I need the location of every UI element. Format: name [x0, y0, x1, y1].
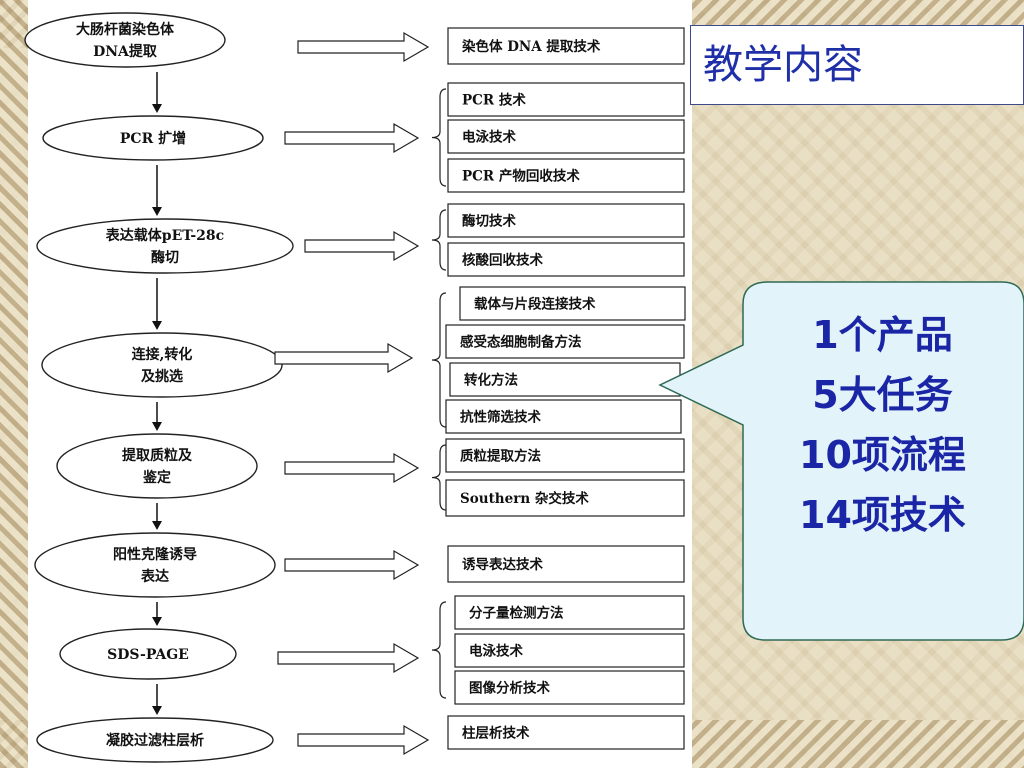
- process-step-label: 及挑选: [141, 368, 183, 385]
- technique-label: 感受态细胞制备方法: [460, 334, 582, 351]
- technique-label: 图像分析技术: [469, 680, 550, 697]
- flow-arrow-head: [152, 207, 162, 216]
- process-step-ellipse: [56, 433, 258, 499]
- process-step-label: 连接,转化: [132, 346, 193, 363]
- process-step-ellipse: [36, 717, 274, 763]
- process-step-label: 表达载体pET-28c: [105, 227, 224, 244]
- technique-box: [445, 479, 685, 517]
- grouping-brace: [431, 601, 447, 699]
- technique-box: [459, 286, 686, 321]
- hollow-right-arrow: [284, 122, 420, 154]
- technique-label: 抗性筛选技术: [460, 409, 541, 426]
- technique-box: [447, 82, 685, 117]
- flow-arrow-head: [152, 617, 162, 626]
- technique-box: [445, 324, 685, 359]
- technique-label: 核酸回收技术: [462, 252, 543, 269]
- technique-label: Southern 杂交技术: [460, 490, 589, 507]
- process-step-label: 提取质粒及: [122, 447, 193, 464]
- technique-box: [454, 670, 685, 705]
- flow-arrow-head: [152, 321, 162, 330]
- flow-arrow-head: [152, 706, 162, 715]
- page-title: 教学内容: [690, 25, 1024, 105]
- process-step-label: DNA提取: [93, 44, 158, 60]
- technique-box: [445, 438, 685, 473]
- technique-box: [447, 119, 685, 154]
- technique-label: 转化方法: [464, 372, 518, 389]
- summary-line: 1个产品: [812, 313, 953, 357]
- process-step-ellipse: [24, 12, 226, 68]
- technique-label: PCR 技术: [462, 92, 526, 109]
- hollow-right-arrow: [277, 642, 420, 674]
- technique-box: [447, 27, 685, 65]
- hollow-right-arrow: [284, 549, 420, 581]
- technique-label: 电泳技术: [462, 129, 516, 146]
- technique-box: [454, 595, 685, 630]
- technique-label: 分子量检测方法: [469, 605, 564, 622]
- technique-box: [454, 633, 685, 668]
- hollow-right-arrow: [304, 230, 420, 262]
- technique-label: PCR 产物回收技术: [462, 168, 580, 185]
- process-step-label: 酶切: [151, 249, 179, 266]
- flow-arrow-head: [152, 422, 162, 431]
- technique-box: [447, 158, 685, 193]
- process-step-ellipse: [36, 218, 294, 274]
- process-step-label: 凝胶过滤柱层析: [106, 732, 204, 749]
- technique-label: 质粒提取方法: [460, 448, 541, 465]
- summary-list: 1个产品 5大任务 10项流程 14项技术: [760, 305, 1005, 545]
- technique-box: [445, 399, 682, 434]
- process-step-ellipse: [42, 115, 264, 161]
- flow-arrow-head: [152, 521, 162, 530]
- hollow-right-arrow: [297, 724, 430, 756]
- process-step-label: 大肠杆菌染色体: [76, 21, 175, 38]
- technique-box: [447, 715, 685, 750]
- process-step-ellipse: [41, 332, 283, 398]
- process-step-label: SDS-PAGE: [107, 647, 189, 663]
- technique-label: 染色体 DNA 提取技术: [462, 38, 601, 55]
- left-border-pattern: [0, 0, 28, 768]
- flow-arrow-head: [152, 104, 162, 113]
- process-step-label: 阳性克隆诱导: [113, 546, 197, 563]
- technique-label: 诱导表达技术: [462, 556, 543, 573]
- process-step-ellipse: [34, 532, 276, 598]
- technique-label: 柱层析技术: [462, 725, 530, 742]
- process-step-label: 鉴定: [142, 469, 171, 486]
- process-step-label: PCR 扩增: [120, 130, 186, 147]
- technique-label: 电泳技术: [469, 643, 523, 660]
- summary-line: 5大任务: [812, 373, 953, 417]
- technique-label: 载体与片段连接技术: [474, 296, 596, 313]
- grouping-brace: [431, 209, 447, 271]
- technique-label: 酶切技术: [462, 213, 516, 230]
- hollow-right-arrow: [274, 342, 414, 374]
- summary-line: 10项流程: [799, 433, 966, 477]
- grouping-brace: [431, 444, 447, 511]
- process-step-ellipse: [59, 628, 237, 680]
- hollow-right-arrow: [297, 31, 430, 63]
- hollow-right-arrow: [284, 452, 420, 484]
- technique-box: [447, 242, 685, 277]
- technique-box: [447, 545, 685, 583]
- grouping-brace: [431, 88, 447, 187]
- technique-box: [447, 203, 685, 238]
- summary-line: 14项技术: [799, 493, 966, 537]
- process-step-label: 表达: [140, 568, 169, 585]
- grouping-brace: [431, 292, 447, 428]
